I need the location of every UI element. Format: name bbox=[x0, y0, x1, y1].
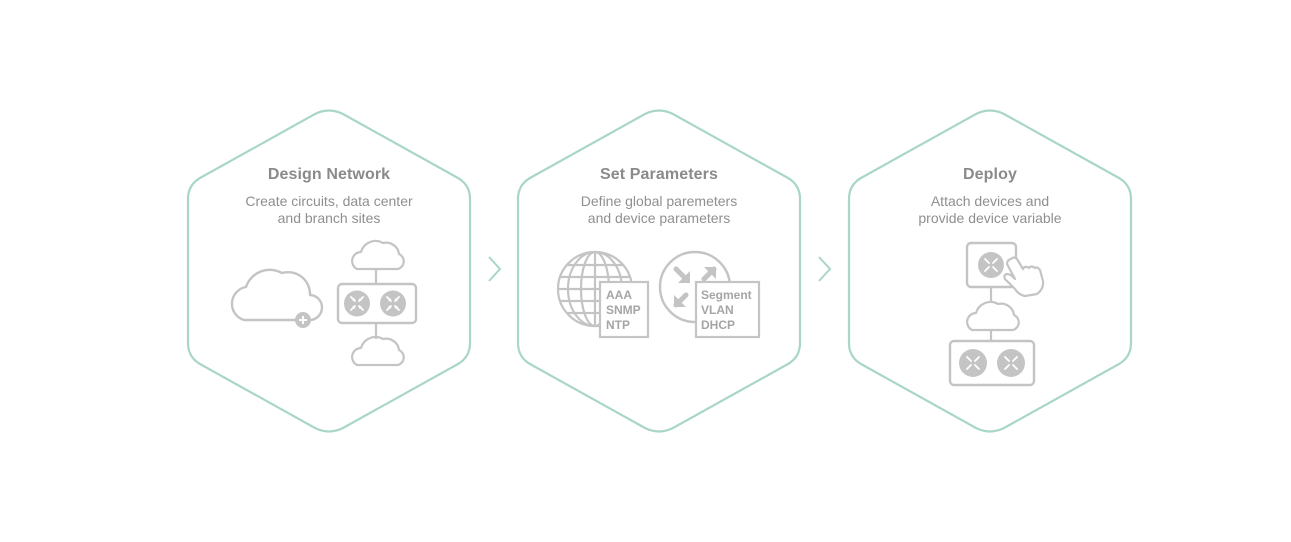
step-icons: AAA SNMP NTP S bbox=[556, 250, 761, 339]
step-title: Design Network bbox=[267, 166, 391, 183]
step-deploy: Deploy Attach devices and provide device… bbox=[847, 109, 1133, 433]
device-param-label: VLAN bbox=[701, 303, 734, 317]
chevron-right-icon bbox=[488, 256, 502, 282]
cloud-icon bbox=[351, 323, 405, 367]
step-title: Deploy bbox=[963, 166, 1017, 183]
step-design-network: Design Network Create circuits, data cen… bbox=[186, 109, 472, 433]
description-line: and device parameters bbox=[587, 210, 731, 226]
hexagon-outline bbox=[847, 109, 1133, 433]
step-icons bbox=[948, 241, 1045, 387]
device-param-label: Segment bbox=[701, 288, 752, 302]
hexagon-outline bbox=[186, 109, 472, 433]
step-description: Create circuits, data center and branch … bbox=[204, 193, 454, 227]
cloud-icon bbox=[351, 239, 405, 284]
router-touch-icon bbox=[965, 241, 1045, 301]
cloud-icon bbox=[966, 300, 1020, 341]
step-set-parameters: Set Parameters Define global paremeters … bbox=[516, 109, 802, 433]
description-line: provide device variable bbox=[918, 210, 1062, 226]
device-params-box: Segment VLAN DHCP bbox=[694, 280, 761, 339]
router-pair-icon bbox=[948, 339, 1036, 387]
global-params-box: AAA SNMP NTP bbox=[598, 280, 650, 339]
step-icons bbox=[230, 239, 418, 367]
step-title: Set Parameters bbox=[600, 166, 718, 183]
chevron-right-icon bbox=[818, 256, 832, 282]
global-param-label: AAA bbox=[606, 288, 632, 302]
description-line: Attach devices and bbox=[930, 193, 1050, 209]
router-pair-icon bbox=[336, 282, 418, 325]
description-line: Create circuits, data center bbox=[245, 193, 413, 209]
description-line: and branch sites bbox=[277, 210, 381, 226]
device-param-label: DHCP bbox=[701, 318, 735, 332]
global-param-label: SNMP bbox=[606, 303, 641, 317]
step-description: Define global paremeters and device para… bbox=[534, 193, 784, 227]
step-description: Attach devices and provide device variab… bbox=[865, 193, 1115, 227]
hexagon-outline bbox=[516, 109, 802, 433]
global-param-label: NTP bbox=[606, 318, 630, 332]
description-line: Define global paremeters bbox=[580, 193, 738, 209]
cloud-add-icon bbox=[230, 268, 324, 328]
